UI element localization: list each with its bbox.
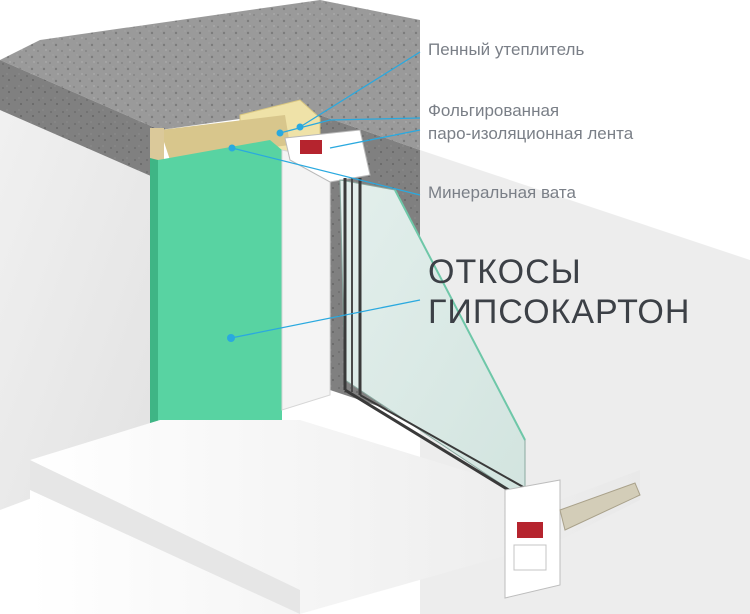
- window-sill: [30, 420, 640, 614]
- concrete-lintel: [0, 0, 420, 150]
- frame-bottom-steel: [517, 522, 543, 538]
- leader-tape: [279, 117, 421, 134]
- title-line2: ГИПСОКАРТОН: [428, 293, 691, 331]
- glass-bottom-2: [359, 394, 526, 489]
- glass-bottom-1: [344, 388, 526, 502]
- leader-lines: [230, 51, 421, 339]
- dot-foam: [296, 123, 304, 131]
- leader-dots: [227, 123, 304, 342]
- sill-front-edge: [30, 460, 300, 614]
- exterior-drip-sill: [559, 482, 641, 531]
- dot-tape: [276, 129, 284, 137]
- drywall-slope: [158, 140, 282, 470]
- interior-wall: [0, 60, 160, 510]
- leader-tape-2: [329, 129, 421, 149]
- label-mineral-wool: Минеральная вата: [428, 183, 576, 202]
- label-foam-insulation: Пенный утеплитель: [428, 40, 585, 59]
- dot-wool: [228, 144, 236, 152]
- frame-steel-insert: [300, 140, 322, 154]
- leader-foam: [299, 51, 421, 128]
- leader-drywall: [230, 299, 421, 339]
- leader-wool: [231, 147, 421, 196]
- drywall-edge: [150, 158, 158, 470]
- window-frame-bottom: [504, 479, 561, 599]
- window-reveal: [281, 149, 331, 411]
- title-line1: ОТКОСЫ: [428, 253, 582, 291]
- label-vapor-tape-line2: паро-изоляционная лента: [428, 124, 634, 143]
- dot-drywall: [227, 334, 235, 342]
- concrete-front-face: [0, 60, 160, 180]
- frame-bottom-chamber: [513, 544, 547, 571]
- glass-diag: [394, 189, 526, 441]
- label-vapor-tape-line1: Фольгированная: [428, 101, 560, 120]
